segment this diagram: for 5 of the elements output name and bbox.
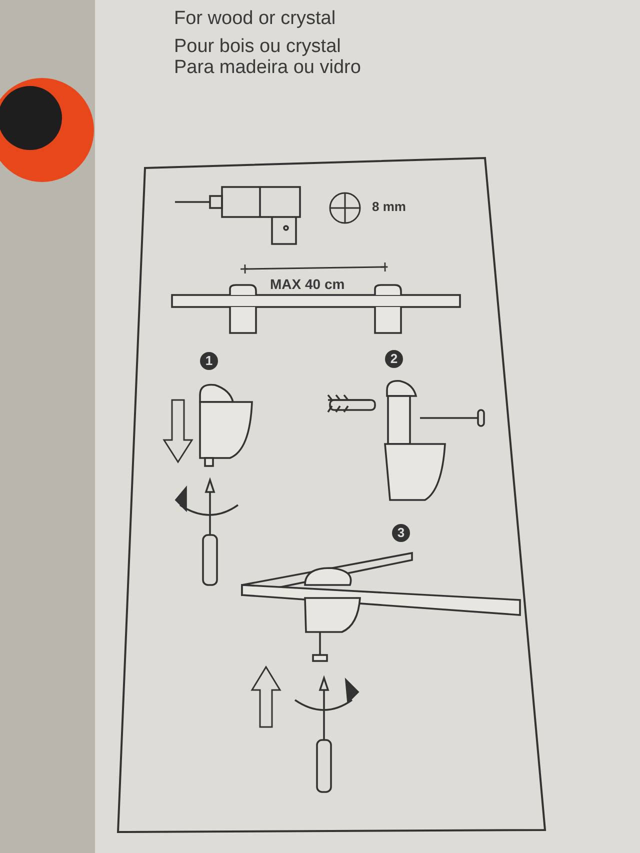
drill-size-label: 8 mm [372, 199, 406, 214]
instruction-text: Pour bois ou crystal [174, 36, 341, 58]
dimension-label: MAX 40 cm [270, 276, 345, 292]
instruction-text: For wood or crystal [174, 8, 336, 30]
instruction-text: Para madeira ou vidro [174, 57, 361, 79]
